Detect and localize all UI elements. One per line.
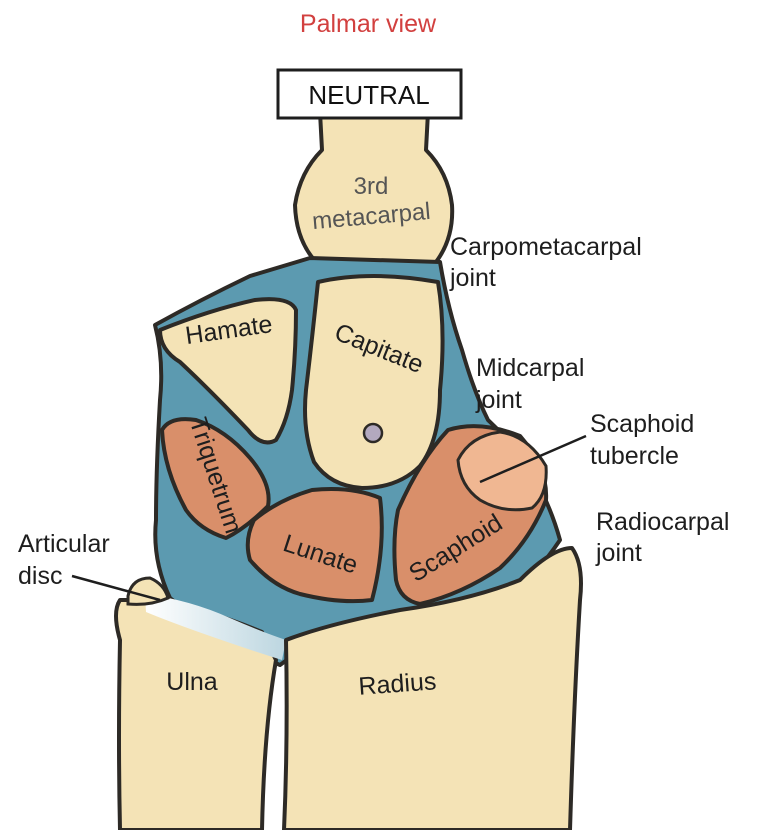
midcarpal-label-line2: joint <box>475 386 522 414</box>
third-metacarpal-label-line1: 3rd <box>354 173 389 200</box>
capitate-bone <box>305 276 443 488</box>
carpometacarpal-label-line1: Carpometacarpal <box>450 233 642 261</box>
ulna-label: Ulna <box>166 668 218 696</box>
midcarpal-label-line1: Midcarpal <box>476 354 584 382</box>
scaphoid-tubercle-label-line1: Scaphoid <box>590 410 694 438</box>
capitate-center-marker <box>364 424 382 442</box>
neutral-label: NEUTRAL <box>308 80 429 110</box>
scaphoid-tubercle-label-line2: tubercle <box>590 442 679 470</box>
articular-disc-label-line1: Articular <box>18 530 110 558</box>
articular-disc-label-line2: disc <box>18 562 62 590</box>
carpometacarpal-label-line2: joint <box>449 264 496 292</box>
radiocarpal-label-line1: Radiocarpal <box>596 508 729 536</box>
radiocarpal-label-line2: joint <box>595 539 642 567</box>
radius-label: Radius <box>358 667 438 700</box>
figure-title: Palmar view <box>300 10 437 38</box>
